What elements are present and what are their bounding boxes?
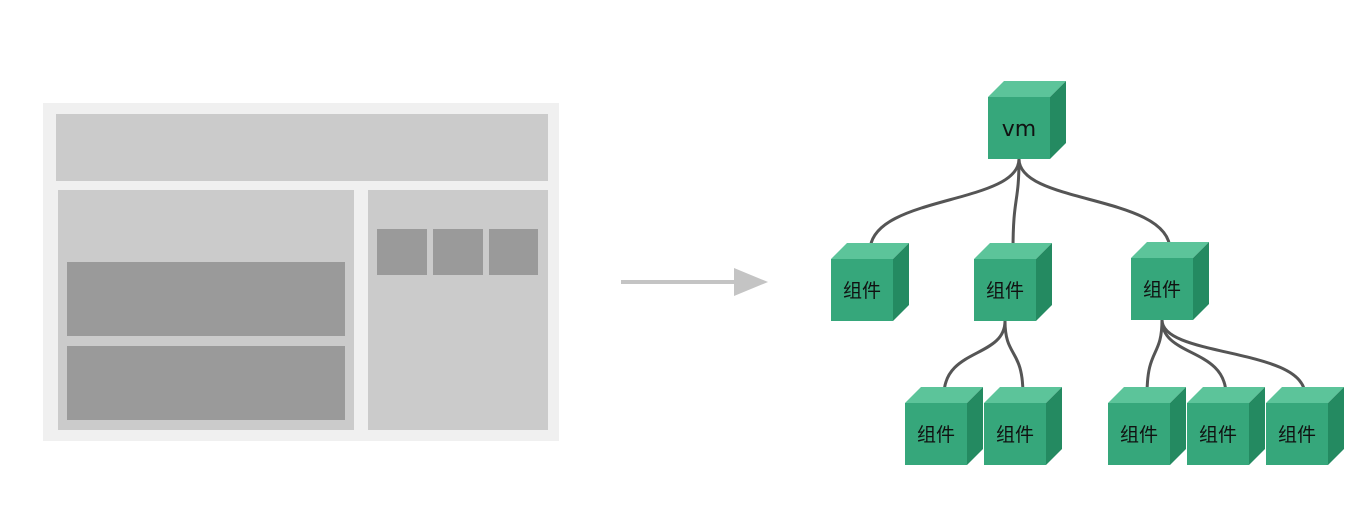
edge-child-3-grandchild-2: [1160, 318, 1228, 397]
component-node-2: 组件: [974, 243, 1052, 321]
component-node-2-2-label: 组件: [996, 424, 1034, 446]
edge-root-child-2: [1011, 157, 1021, 253]
component-node-3-label: 组件: [1143, 279, 1181, 301]
component-node-3-2: 组件: [1187, 387, 1265, 465]
component-node-2-1-label: 组件: [917, 424, 955, 446]
layout-side-block-3: [489, 229, 538, 275]
transform-arrow: [621, 268, 768, 296]
layout-header: [56, 114, 548, 181]
layout-main-block-2: [67, 346, 345, 420]
tree-edges: [868, 157, 1307, 397]
edge-child-2-grandchild-2: [1003, 319, 1025, 397]
layout-main-block-1: [67, 262, 345, 336]
tree-nodes: vm组件组件组件组件组件组件组件组件: [831, 81, 1344, 465]
root-node-vm-label: vm: [1002, 117, 1036, 142]
component-node-3-1-label: 组件: [1120, 424, 1158, 446]
edge-child-3-grandchild-1: [1145, 318, 1164, 397]
component-node-3-1: 组件: [1108, 387, 1186, 465]
edge-child-2-grandchild-1: [942, 319, 1007, 397]
root-node-vm: vm: [988, 81, 1066, 159]
edge-root-child-1: [868, 157, 1021, 253]
page-layout-mockup: [43, 103, 559, 441]
component-node-3-3: 组件: [1266, 387, 1344, 465]
component-node-1: 组件: [831, 243, 909, 321]
component-node-3-3-label: 组件: [1278, 424, 1316, 446]
component-node-2-1: 组件: [905, 387, 983, 465]
edge-child-3-grandchild-3: [1160, 318, 1307, 397]
component-node-1-label: 组件: [843, 280, 881, 302]
layout-side-panel: [368, 190, 548, 430]
edge-root-child-3: [1017, 157, 1172, 252]
component-node-2-label: 组件: [986, 280, 1024, 302]
component-node-3: 组件: [1131, 242, 1209, 320]
layout-side-block-1: [377, 229, 427, 275]
component-node-3-2-label: 组件: [1199, 424, 1237, 446]
layout-side-block-2: [433, 229, 483, 275]
component-node-2-2: 组件: [984, 387, 1062, 465]
